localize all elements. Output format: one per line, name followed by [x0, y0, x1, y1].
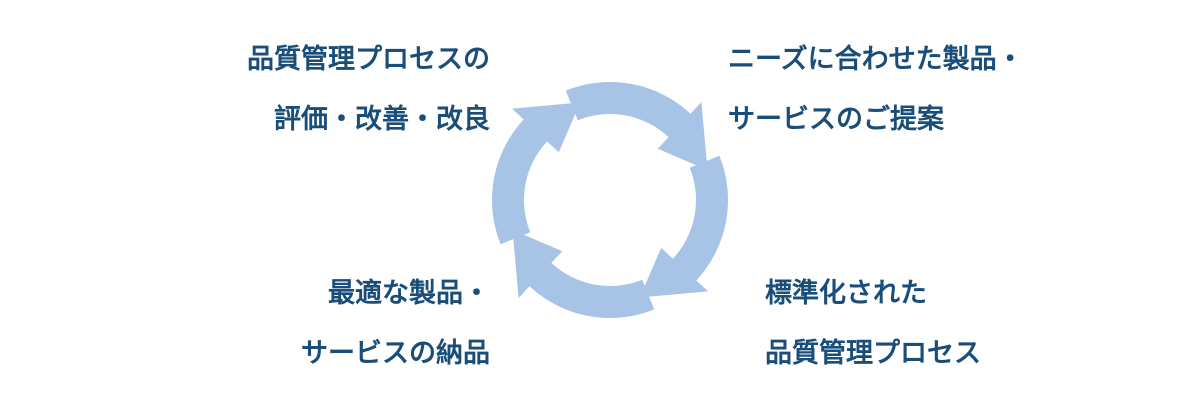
cycle-arrow-right [639, 155, 729, 298]
cycle-diagram [491, 81, 729, 319]
step-label-delivery: 最適な製品・ サービスの納品 [301, 264, 490, 384]
step-label-standardized-process: 標準化された 品質管理プロセス [765, 264, 981, 384]
step-label-proposal: ニーズに合わせた製品・ サービスのご提案 [728, 30, 1024, 150]
step-label-line: 最適な製品・ [328, 278, 490, 309]
cycle-arrow-left [491, 102, 581, 245]
step-label-line: サービスの納品 [301, 338, 490, 369]
cycle-arrow-bottom [512, 229, 655, 319]
step-label-line: 品質管理プロセス [765, 338, 981, 369]
step-label-line: 品質管理プロセスの [247, 44, 490, 75]
step-label-line: ニーズに合わせた製品・ [728, 44, 1024, 75]
step-label-line: 評価・改善・改良 [274, 104, 490, 135]
step-label-line: 標準化された [765, 278, 927, 309]
step-label-line: サービスのご提案 [728, 104, 944, 135]
step-label-evaluate-improve: 品質管理プロセスの 評価・改善・改良 [247, 30, 490, 150]
cycle-arrow-top [565, 81, 708, 171]
